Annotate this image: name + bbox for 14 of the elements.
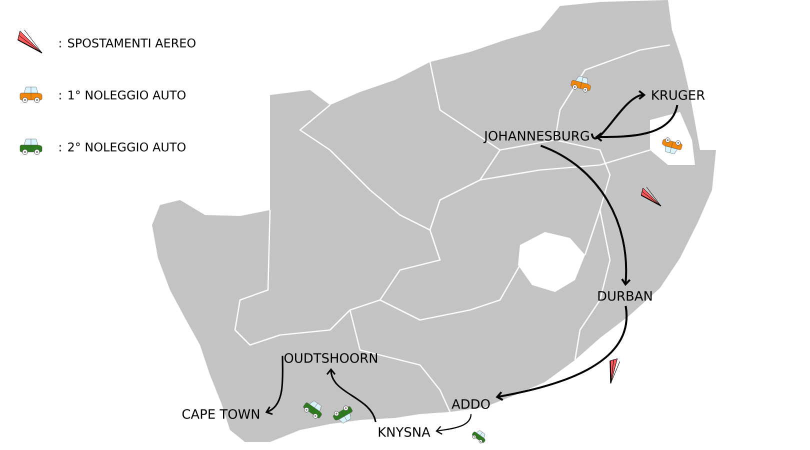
- city-label: DURBAN: [598, 291, 652, 301]
- arrow: [265, 356, 284, 415]
- arrow: [540, 144, 631, 286]
- legend-text: : 1° NOLEGGIO AUTO: [60, 90, 186, 100]
- arrow: [436, 414, 472, 435]
- city-label: ADDO: [452, 399, 490, 409]
- legend-text: : 2° NOLEGGIO AUTO: [60, 142, 186, 152]
- arrow: [590, 90, 646, 140]
- city-label: CAPE TOWN: [182, 409, 260, 419]
- city-label: OUDTSHOORN: [284, 353, 378, 363]
- city-label: KNYSNA: [378, 427, 430, 437]
- city-label: JOHANNESBURG: [483, 130, 589, 144]
- legend-text: : SPOSTAMENTI AEREO: [60, 38, 196, 48]
- city-label: KRUGER: [652, 90, 705, 100]
